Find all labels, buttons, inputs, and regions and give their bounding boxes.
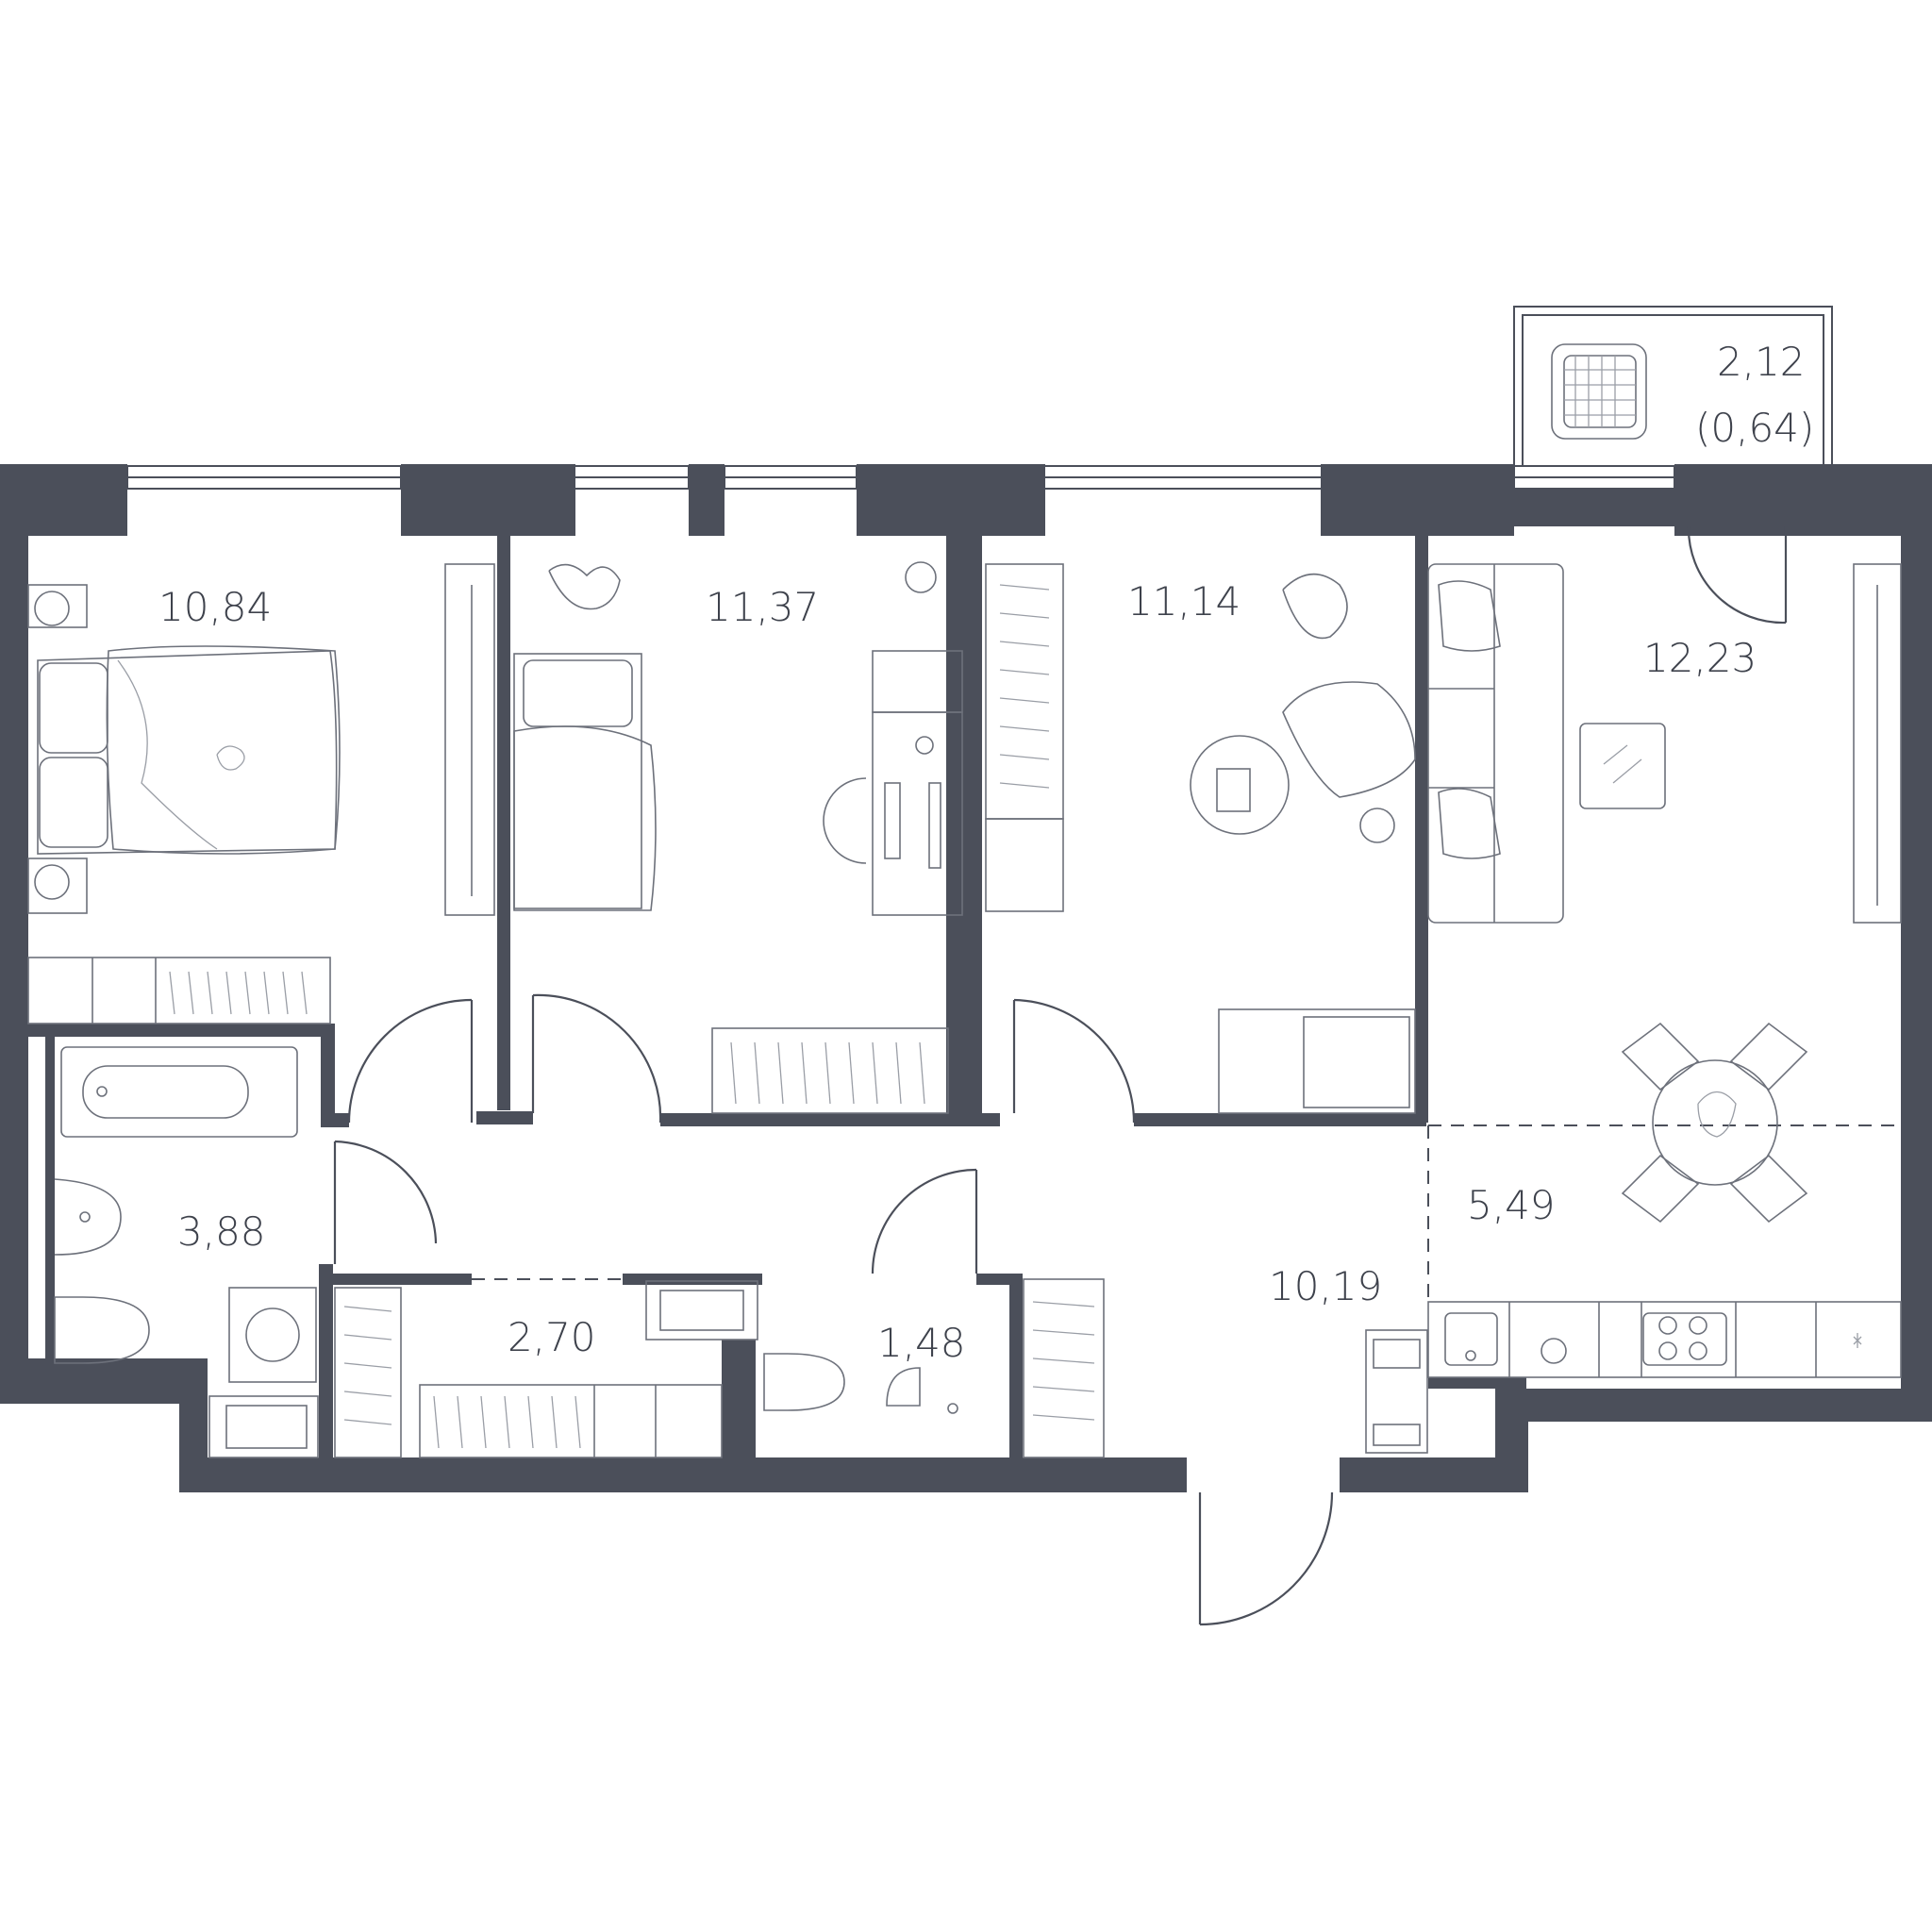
area-labels: 10,84 11,37 11,14 12,23 2,12 (0,64) 3,88…	[158, 339, 1814, 1366]
kitchen-counter	[1427, 1301, 1902, 1378]
living-room-area: 12,23	[1643, 635, 1757, 681]
living-room-furniture	[1427, 563, 1902, 924]
kitchen-area: 5,49	[1467, 1182, 1556, 1228]
doors	[333, 525, 1788, 1626]
balcony-area: 2,12	[1717, 339, 1806, 385]
wardrobe-area: 2,70	[508, 1314, 596, 1360]
walls	[0, 464, 1932, 1492]
bedroom-1-area: 10,84	[158, 584, 272, 630]
laundry-basket-icon	[1551, 343, 1647, 440]
balcony-reduced-area: (0,64)	[1695, 405, 1814, 451]
balcony	[1513, 306, 1833, 467]
toilet-fixtures	[763, 1353, 958, 1414]
dining-table	[1621, 1022, 1808, 1224]
bedroom-2-area: 11,37	[706, 584, 819, 630]
bedroom-3-furniture	[985, 563, 1416, 1114]
toilet-area: 1,48	[877, 1320, 966, 1366]
wardrobe-room-fixtures	[334, 1280, 758, 1458]
hallway-cabinet	[1023, 1278, 1428, 1458]
bedroom-3-area: 11,14	[1127, 578, 1241, 625]
bedroom-2-furniture	[513, 561, 963, 1114]
bathroom-fixtures	[54, 1046, 319, 1458]
hallway-area: 10,19	[1269, 1263, 1382, 1309]
bedroom-1-furniture	[27, 563, 495, 1024]
bathroom-area: 3,88	[177, 1208, 266, 1255]
